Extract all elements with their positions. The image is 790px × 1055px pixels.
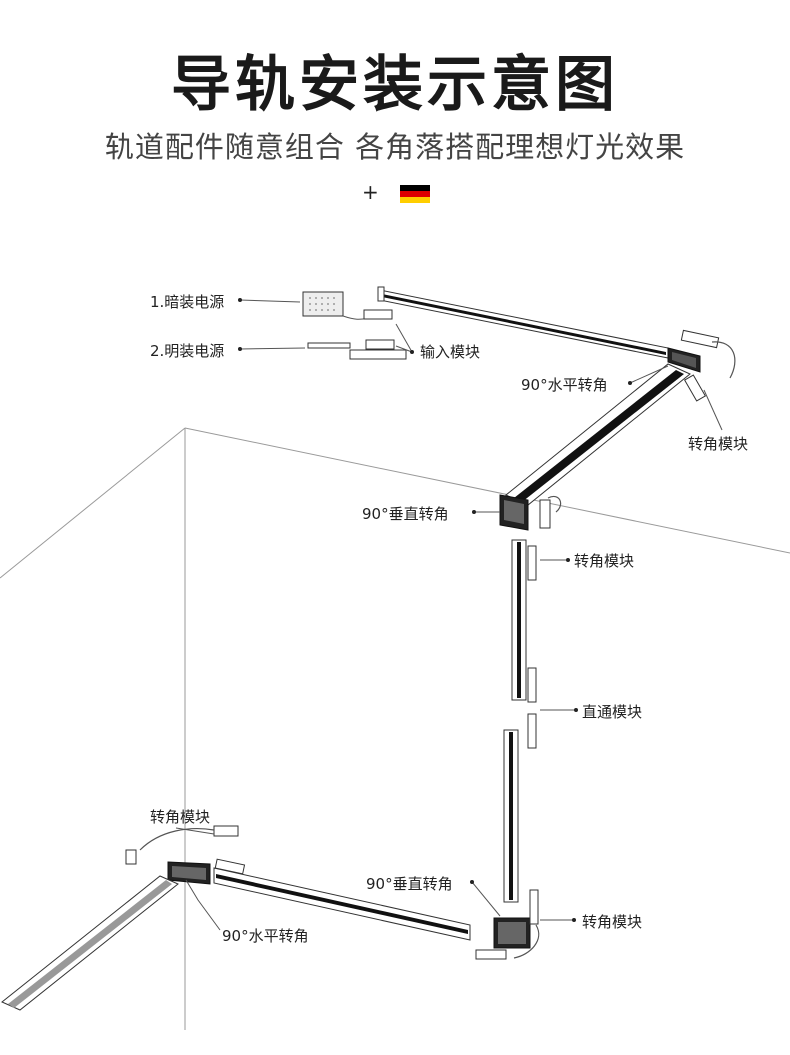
leader-dots — [238, 298, 632, 922]
label-corner-module-mid: 转角模块 — [574, 552, 635, 570]
label-surface-power: 2.明装电源 — [150, 342, 225, 360]
surface-power-unit — [307, 339, 407, 360]
label-horizontal-corner-top: 90°水平转角 — [521, 376, 608, 394]
concealed-power-unit — [302, 291, 393, 320]
label-input-module: 输入模块 — [420, 343, 481, 361]
page-subtitle: 轨道配件随意组合 各角落搭配理想灯光效果 — [104, 130, 686, 164]
page-title: 导轨安装示意图 — [171, 50, 619, 120]
label-straight-module: 直通模块 — [582, 703, 643, 721]
plus-sign: + — [362, 180, 379, 204]
label-corner-module-bottom: 转角模块 — [582, 913, 643, 931]
bottom-vertical-corner — [475, 889, 540, 960]
label-vertical-corner-bottom: 90°垂直转角 — [366, 875, 453, 893]
top-vertical-corner — [499, 494, 562, 531]
top-horizontal-corner — [667, 329, 736, 402]
bottom-horizontal-corner — [125, 825, 239, 885]
left-diagonal-rail — [1, 875, 179, 1011]
label-corner-module-top-right: 转角模块 — [688, 435, 749, 453]
vertical-rail-lower — [503, 729, 519, 903]
straight-connectors — [527, 667, 537, 749]
label-horizontal-corner-bottom: 90°水平转角 — [222, 927, 309, 945]
label-corner-module-left: 转角模块 — [150, 808, 211, 826]
room-outline — [0, 427, 790, 1030]
label-vertical-corner-top: 90°垂直转角 — [362, 505, 449, 523]
germany-flag-icon — [400, 185, 430, 203]
vertical-rail-upper — [511, 539, 537, 701]
label-concealed-power: 1.暗装电源 — [150, 293, 225, 311]
flag-stripe-red — [400, 191, 430, 197]
bottom-rail — [213, 858, 471, 941]
flag-stripe-gold — [400, 197, 430, 203]
flag-stripe-black — [400, 185, 430, 191]
leader-lines — [175, 299, 723, 931]
